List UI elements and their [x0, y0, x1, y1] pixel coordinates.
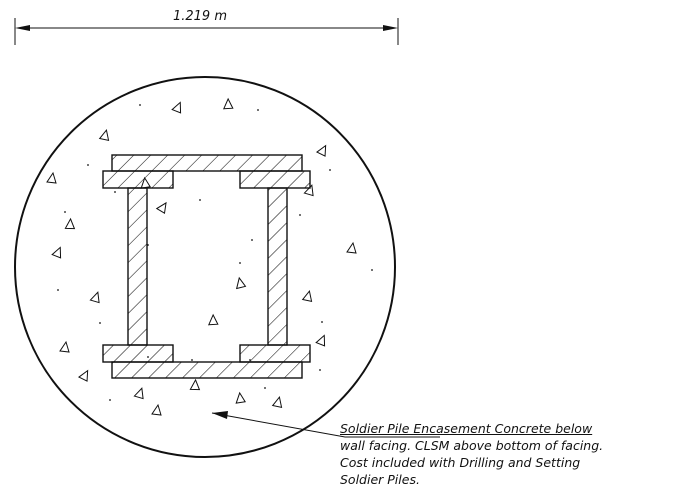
left-pile-bottom-flange	[102, 344, 174, 363]
encasement-circle	[14, 76, 396, 458]
aggregate-dot	[87, 164, 89, 166]
aggregate-triangle	[207, 313, 219, 326]
aggregate-triangle	[133, 387, 144, 400]
aggregate-dot	[109, 399, 111, 401]
aggregate-triangle	[315, 144, 327, 157]
dimension-arrow-right	[383, 25, 398, 31]
leader-line	[211, 412, 440, 438]
encasement-note: Soldier Pile Encasement Concrete below w…	[340, 420, 685, 488]
top-plate	[111, 154, 303, 172]
aggregate-triangle	[222, 97, 234, 110]
aggregate-dot	[257, 109, 259, 111]
dimension-arrow-left	[15, 25, 30, 31]
right-pile-web	[267, 187, 288, 346]
aggregate-triangle	[189, 378, 201, 391]
aggregate-dot	[321, 321, 323, 323]
aggregate-triangle	[46, 171, 57, 184]
aggregate-dot	[371, 269, 373, 271]
aggregate-triangle	[155, 201, 167, 215]
aggregate-triangle	[89, 291, 100, 304]
dimension-group: 1.219 m	[14, 9, 399, 45]
aggregate-dot	[57, 289, 59, 291]
dimension-label: 1.219 m	[173, 9, 227, 24]
aggregate-triangle	[51, 246, 62, 259]
aggregate-triangle	[235, 391, 246, 404]
right-pile-top-flange	[239, 170, 311, 189]
aggregate-dot	[199, 199, 201, 201]
aggregate-triangle	[77, 369, 89, 382]
aggregate-triangle	[98, 128, 110, 141]
left-pile-top-flange	[102, 170, 174, 189]
aggregate-triangle	[315, 334, 326, 347]
soldier-pile-section	[102, 154, 311, 379]
aggregate-triangle	[171, 101, 182, 114]
aggregate-triangle	[346, 241, 357, 254]
aggregate-dot	[329, 169, 331, 171]
aggregate-triangle	[271, 395, 283, 408]
leader-arrowhead	[212, 411, 228, 419]
aggregate-triangle	[151, 403, 162, 416]
aggregate-dot	[239, 262, 241, 264]
aggregate-dot	[251, 239, 253, 241]
right-pile-bottom-flange	[239, 344, 311, 363]
aggregate-dot	[64, 211, 66, 213]
aggregate-dot	[319, 369, 321, 371]
note-line-2: wall facing. CLSM above bottom of facing…	[340, 438, 604, 453]
aggregate-triangle	[235, 276, 247, 290]
note-line-1: Soldier Pile Encasement Concrete below	[340, 421, 593, 436]
left-pile-web	[127, 187, 148, 346]
note-line-3: Cost included with Drilling and Setting	[340, 455, 581, 470]
aggregate-dot	[139, 104, 141, 106]
note-leader	[211, 411, 440, 438]
aggregate-triangle	[64, 217, 76, 230]
aggregate-dot	[299, 214, 301, 216]
note-line-4: Soldier Piles.	[340, 472, 420, 487]
aggregate-dot	[264, 387, 266, 389]
aggregate-triangle	[303, 184, 314, 197]
bottom-plate	[111, 361, 303, 379]
aggregate-triangle	[301, 289, 313, 302]
aggregate-dot	[191, 359, 193, 361]
aggregate-dot	[99, 322, 101, 324]
aggregate-triangle	[59, 340, 70, 353]
aggregate-dot	[114, 191, 116, 193]
